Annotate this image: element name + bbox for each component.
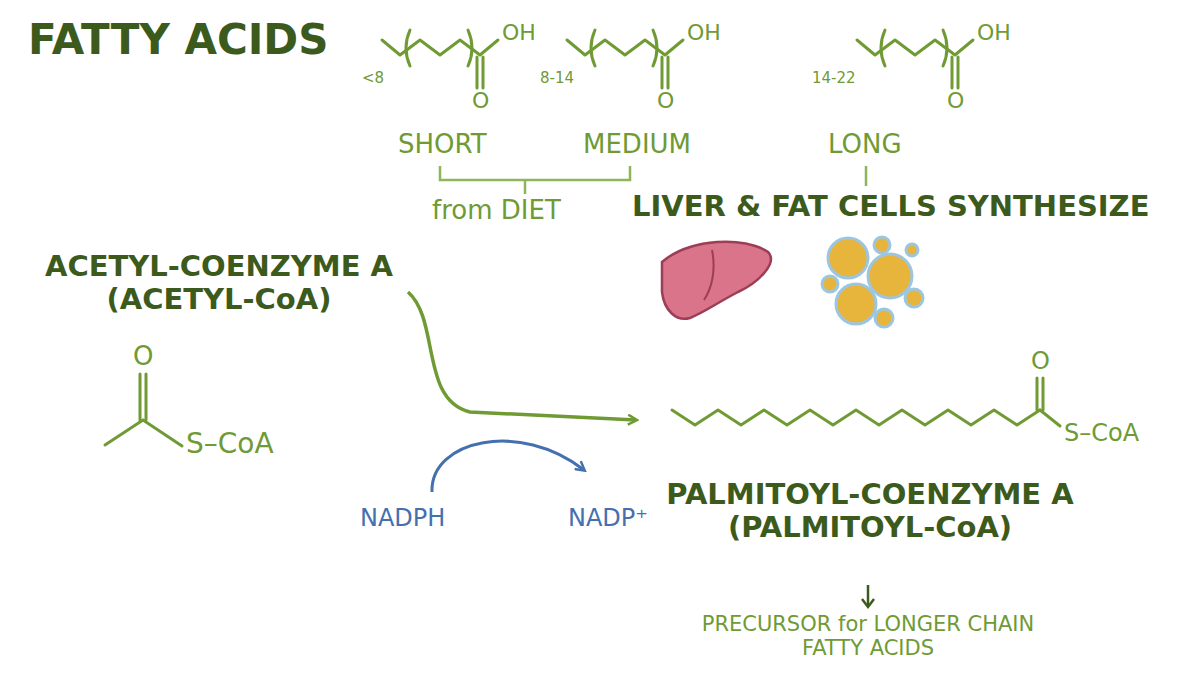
atom-label: S–CoA (186, 428, 274, 460)
liver-icon (704, 250, 714, 300)
bracket (865, 166, 868, 186)
palmitoyl-chain (672, 378, 1060, 426)
atom-label: S–CoA (1064, 420, 1139, 448)
atom-label: OH (687, 20, 721, 45)
acetyl-coa-structure (105, 374, 182, 446)
cofactor-arrow (432, 441, 584, 492)
chain-length: 14-22 (812, 70, 856, 87)
long-fatty-acid (857, 30, 973, 88)
molecule-name: ACETYL-COENZYME A (ACETYL-CoA) (14, 250, 424, 317)
down-arrow (862, 599, 874, 607)
reaction-arrow (408, 292, 636, 420)
atom-label: O (657, 88, 674, 113)
category-label: LONG (828, 130, 902, 160)
atom-label: O (133, 342, 153, 372)
source-label: from DIET (432, 196, 561, 226)
bracket (440, 166, 630, 194)
short-fatty-acid (382, 30, 498, 88)
chain-length: <8 (362, 70, 384, 87)
note-label: PRECURSOR for LONGER CHAIN FATTY ACIDS (698, 612, 1038, 660)
atom-label: OH (502, 20, 536, 45)
molecule-name: PALMITOYL-COENZYME A (PALMITOYL-CoA) (620, 478, 1120, 545)
category-label: SHORT (398, 130, 487, 160)
atom-label: O (947, 88, 964, 113)
category-label: MEDIUM (583, 130, 691, 160)
title: FATTY ACIDS (28, 16, 328, 64)
down-arrow (867, 585, 870, 606)
source-label: LIVER & FAT CELLS SYNTHESIZE (632, 190, 1149, 223)
cofactor-label: NADP⁺ (568, 505, 648, 533)
atom-label: O (1031, 348, 1050, 376)
chain-length: 8-14 (540, 70, 574, 87)
liver-icon (662, 242, 771, 319)
cofactor-label: NADPH (360, 505, 445, 533)
atom-label: O (472, 88, 489, 113)
fat-cells-icon (822, 237, 923, 327)
medium-fatty-acid (567, 30, 683, 88)
atom-label: OH (977, 20, 1011, 45)
